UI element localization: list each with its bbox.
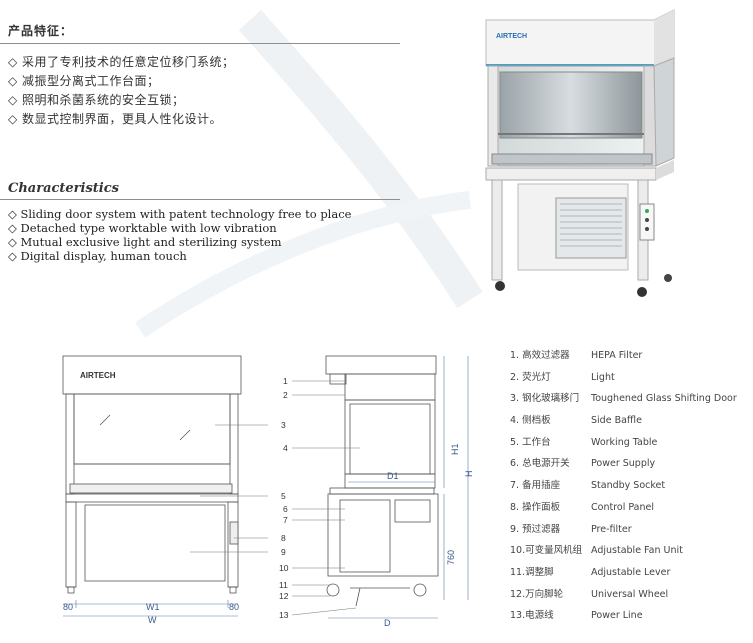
legend-item: 1. 高效过滤器 HEPA Filter	[510, 345, 750, 367]
callout-8: 8	[281, 533, 286, 543]
legend-en: Adjustable Fan Unit	[591, 545, 683, 557]
characteristic-item: ◇ Detached type worktable with low vibra…	[8, 221, 277, 235]
legend-zh: 1. 高效过滤器	[510, 350, 570, 361]
dim-h1: H1	[450, 443, 460, 455]
legend-item: 12.万向脚轮 Universal Wheel	[510, 584, 750, 606]
legend-zh: 10.可变量风机组	[510, 545, 583, 557]
feature-zh-item: ◇ 数显式控制界面，更具人性化设计。	[8, 112, 223, 126]
characteristic-item: ◇ Sliding door system with patent techno…	[8, 207, 352, 221]
dim-d: D	[384, 618, 391, 628]
legend-zh: 11.调整脚	[510, 566, 554, 578]
legend-item: 9. 预过滤器 Pre-filter	[510, 519, 750, 541]
callout-7: 7	[283, 515, 288, 525]
callout-6: 6	[283, 504, 288, 514]
legend-zh: 3. 钢化玻璃移门	[510, 393, 580, 405]
dim-h: H	[464, 471, 474, 478]
feature-zh-item: ◇ 照明和杀菌系统的安全互锁；	[8, 93, 185, 107]
legend-en: Power Supply	[591, 458, 656, 470]
features-zh-list: ◇ 采用了专利技术的任意定位移门系统； ◇ 减振型分离式工作台面； ◇ 照明和杀…	[8, 53, 235, 129]
legend-en: Standby Socket	[591, 480, 666, 492]
legend-zh: 5. 工作台	[510, 436, 551, 448]
callout-1: 1	[283, 376, 288, 386]
callout-12: 12	[279, 591, 289, 601]
legend-en: Working Table	[591, 436, 658, 448]
characteristic-item: ◇ Mutual exclusive light and sterilizing…	[8, 235, 282, 249]
callout-5: 5	[281, 491, 286, 501]
drawing-brand-logo: AIRTECH	[80, 371, 116, 380]
legend-item: 6. 总电源开关 Power Supply	[510, 453, 750, 475]
legend-zh: 7. 备用插座	[510, 480, 561, 492]
characteristics-list: ◇ Sliding door system with patent techno…	[8, 207, 351, 263]
dim-right-80: 80	[229, 602, 239, 612]
legend-zh: 13.电源线	[510, 610, 554, 622]
legend-en: Pre-filter	[591, 523, 632, 535]
legend-item: 7. 备用插座 Standby Socket	[510, 475, 750, 497]
legend-en: Power Line	[591, 610, 643, 622]
characteristic-item: ◇ Digital display, human touch	[8, 249, 187, 263]
legend-en: Universal Wheel	[591, 588, 669, 600]
legend-zh: 6. 总电源开关	[510, 458, 570, 470]
callout-9: 9	[281, 547, 286, 557]
legend-item: 3. 钢化玻璃移门 Toughened Glass Shifting Door	[510, 388, 750, 410]
legend-zh: 2. 荧光灯	[510, 371, 551, 383]
legend-item: 11.调整脚 Adjustable Lever	[510, 562, 750, 584]
feature-zh-item: ◇ 减振型分离式工作台面；	[8, 74, 160, 88]
callout-13: 13	[279, 610, 289, 620]
product-photo: AIRTECH	[485, 9, 675, 297]
legend-zh: 4. 侧档板	[510, 415, 551, 427]
legend-item: 10.可变量风机组 Adjustable Fan Unit	[510, 540, 750, 562]
legend-item: 4. 侧档板 Side Baffle	[510, 410, 750, 432]
callout-2: 2	[283, 390, 288, 400]
divider-top	[0, 43, 400, 44]
callout-4: 4	[283, 443, 288, 453]
legend-en: Light	[591, 371, 615, 383]
dim-d1: D1	[387, 471, 399, 481]
divider-characteristics	[0, 199, 400, 200]
callout-10: 10	[279, 563, 289, 573]
legend-zh: 8. 操作面板	[510, 501, 561, 513]
parts-legend: 1. 高效过滤器 HEPA Filter 2. 荧光灯 Light 3. 钢化玻璃移…	[510, 345, 750, 627]
legend-zh: 12.万向脚轮	[510, 588, 564, 600]
legend-en: Toughened Glass Shifting Door	[591, 393, 737, 405]
dim-left-80: 80	[63, 602, 73, 612]
dim-w: W	[148, 615, 157, 625]
dim-760: 760	[446, 550, 456, 565]
legend-item: 2. 荧光灯 Light	[510, 367, 750, 389]
legend-en: Side Baffle	[591, 415, 642, 427]
legend-zh: 9. 预过滤器	[510, 523, 561, 535]
legend-en: Adjustable Lever	[591, 566, 671, 578]
photo-brand-logo: AIRTECH	[496, 33, 527, 40]
legend-item: 13.电源线 Power Line	[510, 605, 750, 627]
features-zh-title: 产品特征：	[8, 24, 74, 38]
legend-en: HEPA Filter	[591, 350, 643, 361]
characteristics-title: Characteristics	[8, 181, 119, 196]
technical-drawing: AIRTECH 1 2 3 4 5 6 7 8 9 10 11 12 13	[62, 355, 474, 628]
dim-w1: W1	[146, 602, 160, 612]
legend-en: Control Panel	[591, 501, 654, 513]
feature-zh-item: ◇ 采用了专利技术的任意定位移门系统；	[8, 55, 235, 69]
legend-item: 8. 操作面板 Control Panel	[510, 497, 750, 519]
callout-11: 11	[279, 580, 288, 590]
callout-3: 3	[281, 420, 286, 430]
legend-item: 5. 工作台 Working Table	[510, 432, 750, 454]
